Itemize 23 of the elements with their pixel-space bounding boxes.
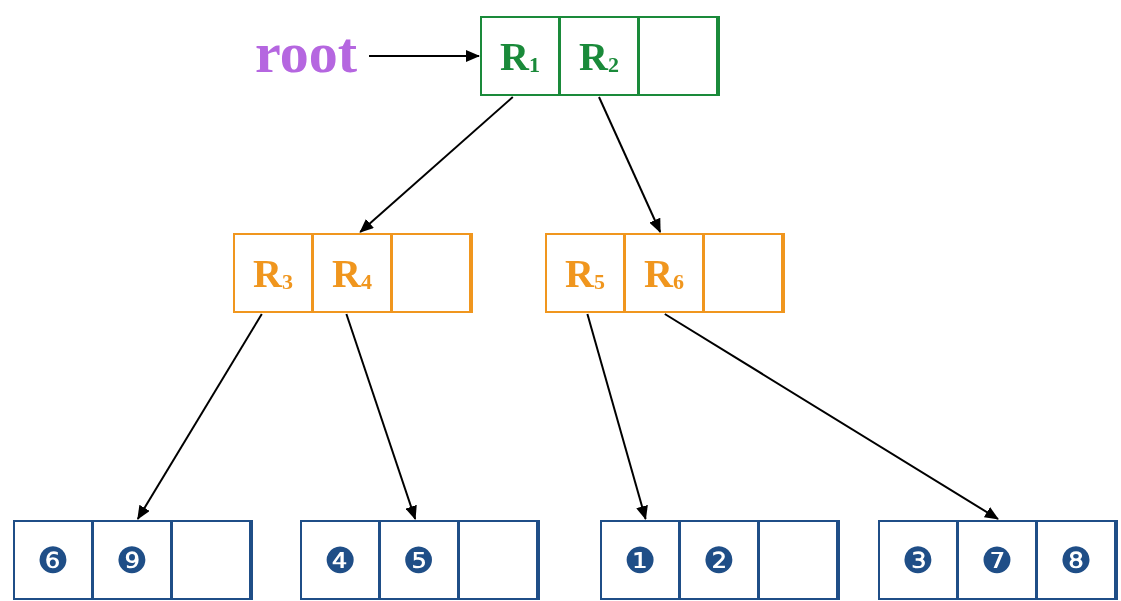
entry-cell: ❼ — [957, 520, 1037, 600]
entry-cell: R$_{4}$ — [312, 233, 392, 313]
entry-cell: ❽ — [1036, 520, 1116, 600]
arrow — [598, 96, 662, 233]
arrow — [345, 313, 417, 520]
arrow — [586, 313, 648, 520]
arrow — [136, 313, 263, 520]
node-record — [233, 233, 473, 313]
node-record — [600, 520, 840, 600]
node-record — [545, 233, 785, 313]
entry-cell: ❺ — [379, 520, 459, 600]
node-record — [13, 520, 253, 600]
pointer-label: root — [255, 24, 357, 82]
arrow — [359, 96, 514, 233]
entry-cell: R$_{2}$ — [559, 16, 639, 96]
entry-cell: ❷ — [679, 520, 759, 600]
arrow — [368, 50, 480, 62]
arrow — [663, 313, 999, 520]
entry-cell: ❾ — [92, 520, 172, 600]
node-record — [300, 520, 540, 600]
entry-cell: R$_{6}$ — [624, 233, 704, 313]
node-record — [878, 520, 1118, 600]
node-record — [480, 16, 720, 96]
